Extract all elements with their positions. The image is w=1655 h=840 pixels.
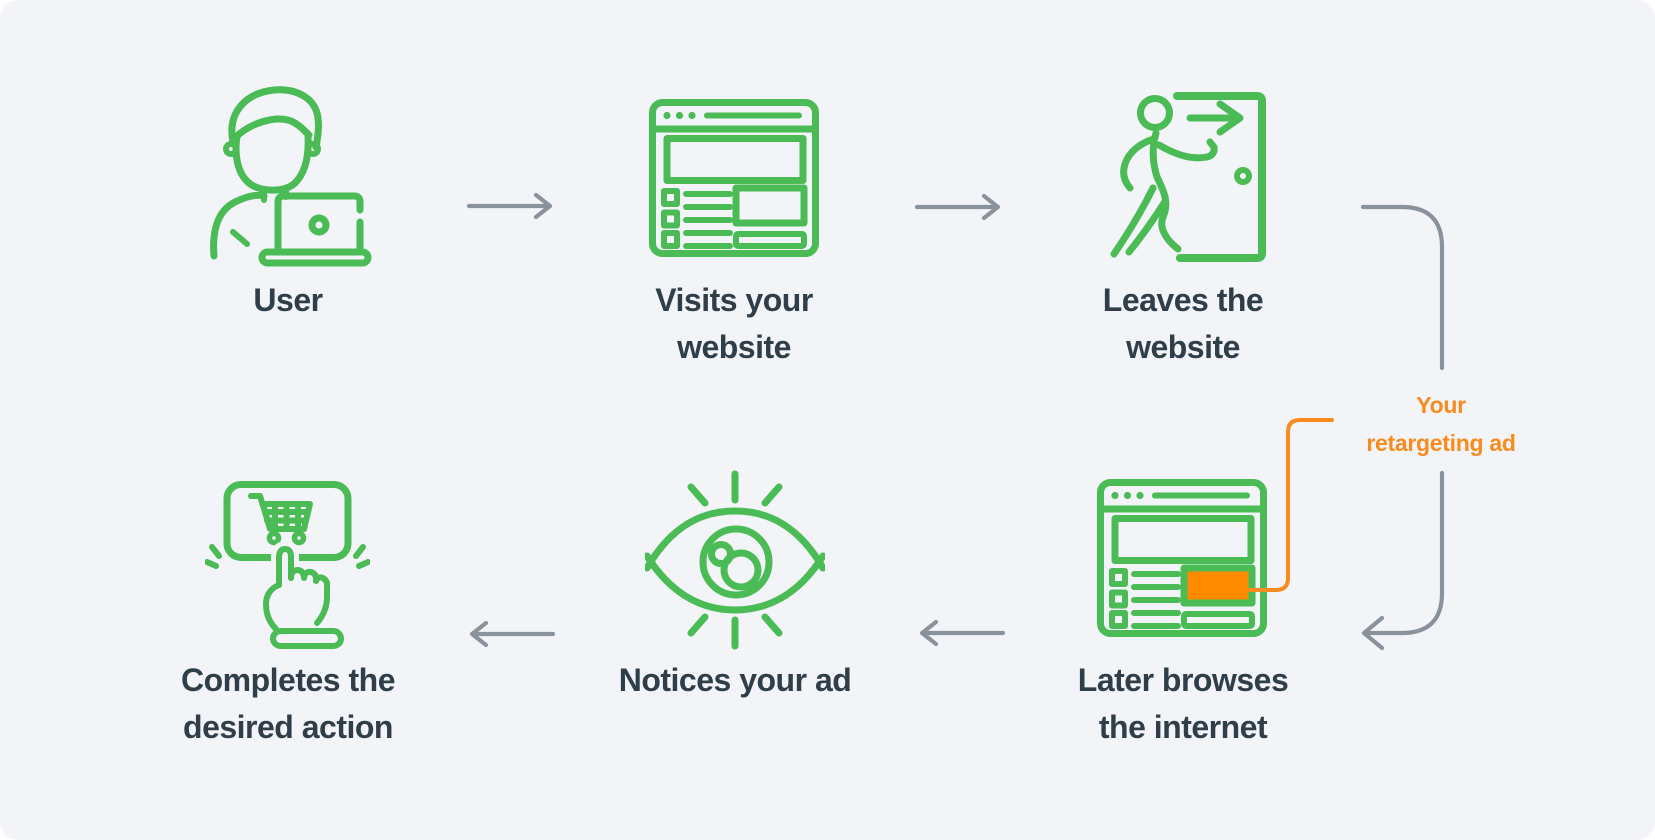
step-label-user: User [158, 277, 418, 324]
arrow-right-visits-to-leaves [914, 193, 1001, 221]
website-browser-icon [649, 99, 819, 257]
label-line: the internet [1098, 709, 1268, 745]
label-line: Notices your ad [618, 662, 852, 698]
arrow-right-user-to-visits [466, 192, 553, 220]
retargeting-ad-callout-line [1248, 418, 1334, 592]
step-label-notices: Notices your ad [605, 657, 865, 704]
step-label-visits: Visits your website [604, 277, 864, 371]
arrow-left-notices-to-completes [469, 620, 556, 648]
label-line: Leaves the [1102, 282, 1264, 318]
label-line: desired action [183, 709, 393, 745]
curved-arrow-leaves-to-browses [1248, 204, 1445, 651]
label-line: website [677, 329, 791, 365]
annotation-line: retargeting ad [1366, 430, 1516, 456]
eye-icon [645, 470, 825, 650]
exit-door-icon [1110, 92, 1266, 262]
step-label-browses: Later browses the internet [1053, 657, 1313, 751]
label-line: Completes the [181, 662, 395, 698]
label-line: Visits your [655, 282, 813, 318]
cart-click-icon [205, 481, 370, 649]
retargeting-ad-annotation: Your retargeting ad [1336, 386, 1546, 462]
retargeting-ad-slot [1180, 564, 1256, 607]
step-label-completes: Completes the desired action [158, 657, 418, 751]
annotation-line: Your [1416, 392, 1466, 418]
user-laptop-icon [210, 86, 372, 267]
step-label-leaves: Leaves the website [1053, 277, 1313, 371]
browser-with-ad-icon [1097, 479, 1267, 637]
arrow-left-browses-to-notices [919, 619, 1006, 647]
label-line: website [1126, 329, 1240, 365]
label-line: Later browses [1077, 662, 1289, 698]
label-line: User [253, 282, 323, 318]
